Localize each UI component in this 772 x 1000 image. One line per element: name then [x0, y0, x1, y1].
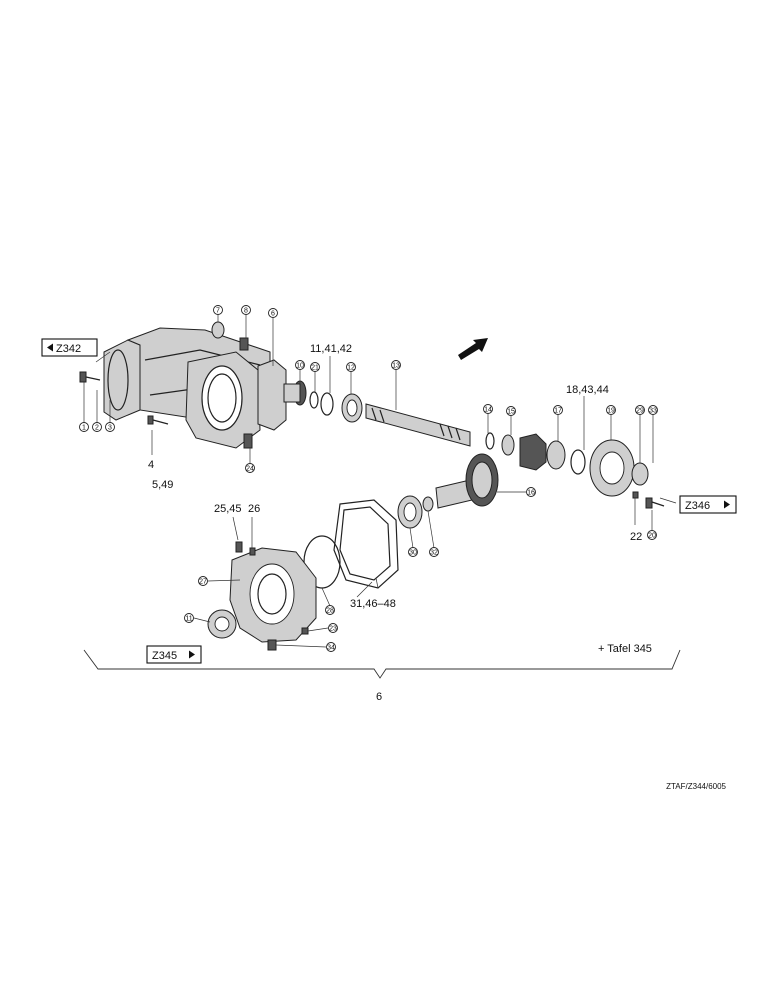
callout-20: 20	[647, 530, 657, 540]
callout-29: 29	[635, 405, 645, 415]
callout-24: 24	[245, 463, 255, 473]
callout-12: 12	[346, 362, 356, 372]
svg-text:11: 11	[185, 616, 192, 623]
svg-text:21: 21	[311, 365, 319, 372]
callout-33: 33	[648, 405, 658, 415]
label-4: 4	[148, 459, 154, 471]
svg-text:19: 19	[607, 408, 615, 415]
callout-19: 19	[606, 405, 616, 415]
label-18-43-44: 18,43,44	[566, 384, 609, 396]
svg-text:30: 30	[409, 550, 417, 557]
callout-30: 30	[408, 547, 418, 557]
group-bracket: 6	[83, 649, 681, 703]
housing-fasteners	[79, 321, 253, 449]
svg-text:16: 16	[527, 490, 535, 497]
svg-text:23: 23	[329, 626, 337, 633]
svg-text:29: 29	[636, 408, 644, 415]
svg-text:Z345: Z345	[152, 650, 177, 662]
svg-text:32: 32	[430, 550, 438, 557]
svg-text:27: 27	[199, 579, 207, 586]
callout-15: 15	[506, 406, 516, 416]
ref-box-z346[interactable]: Z346	[679, 495, 737, 514]
label-22: 22	[630, 531, 642, 543]
svg-text:13: 13	[392, 363, 400, 370]
label-5-49: 5,49	[152, 479, 173, 491]
callout-3: 3	[105, 422, 115, 432]
axle-housing	[103, 327, 307, 449]
svg-text:6: 6	[271, 311, 275, 318]
svg-text:Z346: Z346	[685, 500, 710, 512]
callout-11: 11	[184, 613, 194, 623]
lower-housing	[207, 541, 317, 651]
arrow-left-icon	[47, 343, 53, 352]
callout-27: 27	[198, 576, 208, 586]
callout-28: 28	[325, 605, 335, 615]
callout-32: 32	[429, 547, 439, 557]
svg-text:15: 15	[507, 409, 515, 416]
direction-arrow-icon	[458, 338, 488, 360]
label-26: 26	[248, 503, 260, 515]
arrow-right-icon	[189, 650, 195, 659]
upper-shaft-assembly	[309, 391, 665, 509]
callout-17: 17	[553, 405, 563, 415]
label-25-45: 25,45	[214, 503, 242, 515]
label-group-6: 6	[376, 691, 382, 703]
svg-text:20: 20	[648, 533, 656, 540]
drawing-code: ZTAF/Z344/6005	[666, 782, 726, 791]
leader-lines	[83, 315, 677, 648]
label-31-46-48: 31,46–48	[350, 598, 396, 610]
arrow-right-icon	[724, 500, 730, 509]
svg-text:Z342: Z342	[56, 343, 81, 355]
gasket-and-oring	[303, 499, 399, 589]
callout-16: 16	[526, 487, 536, 497]
callout-10: 10	[295, 360, 305, 370]
callout-23: 23	[328, 623, 338, 633]
callout-7: 7	[213, 305, 223, 315]
svg-text:17: 17	[554, 408, 562, 415]
callout-6: 6	[268, 308, 278, 318]
svg-text:28: 28	[326, 608, 334, 615]
svg-text:34: 34	[327, 645, 335, 652]
ref-box-z342[interactable]: Z342	[41, 338, 98, 357]
callout-2: 2	[92, 422, 102, 432]
callout-13: 13	[391, 360, 401, 370]
svg-text:24: 24	[246, 466, 254, 473]
svg-text:1: 1	[82, 425, 86, 432]
svg-text:33: 33	[649, 408, 657, 415]
svg-text:10: 10	[296, 363, 304, 370]
callout-34: 34	[326, 642, 336, 652]
svg-text:3: 3	[108, 425, 112, 432]
svg-text:12: 12	[347, 365, 355, 372]
callout-8: 8	[241, 305, 251, 315]
svg-text:7: 7	[216, 308, 220, 315]
crown-wheel-assembly	[397, 453, 499, 529]
callout-14: 14	[483, 404, 493, 414]
label-11-41-42: 11,41,42	[310, 343, 352, 355]
svg-text:2: 2	[95, 425, 99, 432]
svg-text:8: 8	[244, 308, 248, 315]
label-tafel-345: + Tafel 345	[598, 643, 652, 655]
ref-box-z345[interactable]: Z345	[146, 645, 202, 664]
svg-text:14: 14	[484, 407, 492, 414]
callout-21: 21	[310, 362, 320, 372]
callout-1: 1	[79, 422, 89, 432]
